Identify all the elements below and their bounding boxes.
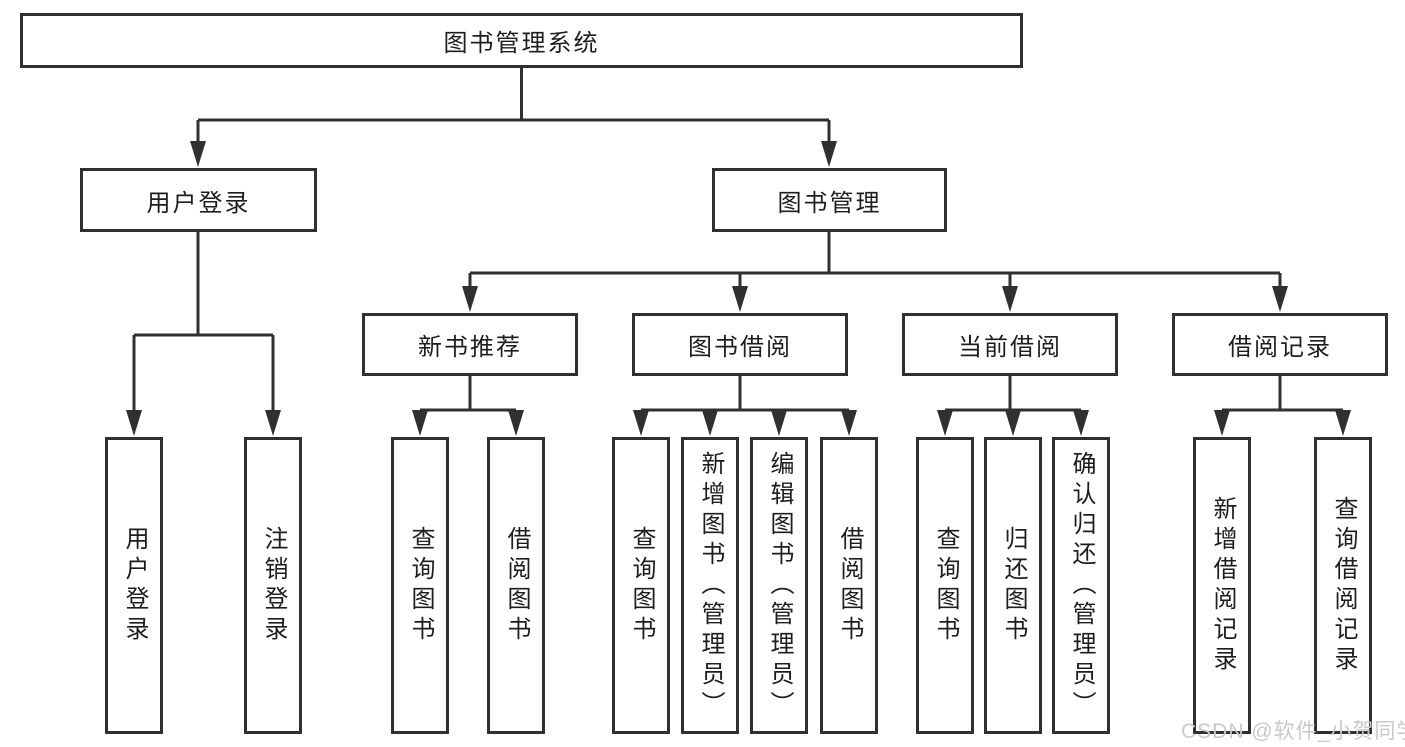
connector-arrows	[126, 141, 1351, 436]
node-book-mgmt: 图书管理	[712, 168, 947, 232]
arrow-down-icon	[1002, 286, 1018, 312]
leaf-label: 查询借阅记录	[1330, 495, 1357, 676]
node-root: 图书管理系统	[20, 13, 1023, 68]
leaf-label: 归还图书	[1000, 525, 1027, 646]
leaf-add-borrow-record: 新增借阅记录	[1193, 437, 1251, 734]
arrow-down-icon	[821, 141, 837, 167]
leaf-borrow-books-rec: 借阅图书	[487, 437, 545, 734]
arrow-down-icon	[937, 410, 953, 436]
leaf-add-books-admin: 新增图书（管理员）	[681, 437, 739, 734]
arrow-down-icon	[1073, 410, 1089, 436]
leaf-confirm-return-admin: 确认归还（管理员）	[1052, 437, 1110, 734]
arrow-down-icon	[1272, 286, 1288, 312]
leaf-label: 新增借阅记录	[1209, 495, 1236, 676]
leaf-query-borrow-record: 查询借阅记录	[1314, 437, 1372, 734]
arrow-down-icon	[265, 410, 281, 436]
leaf-label: 确认归还（管理员）	[1068, 450, 1095, 721]
arrow-down-icon	[1214, 410, 1230, 436]
node-current-borrow: 当前借阅	[902, 313, 1118, 376]
leaf-label: 查询图书	[932, 525, 959, 646]
arrow-down-icon	[190, 141, 206, 167]
leaf-label: 借阅图书	[836, 525, 863, 646]
arrow-down-icon	[1335, 410, 1351, 436]
node-new-book-rec: 新书推荐	[362, 313, 578, 376]
leaf-query-books-current: 查询图书	[916, 437, 974, 734]
arrow-down-icon	[1005, 410, 1021, 436]
node-user-login: 用户登录	[80, 168, 317, 232]
leaf-logout: 注销登录	[244, 437, 302, 734]
arrow-down-icon	[412, 410, 428, 436]
leaf-query-books-rec: 查询图书	[391, 437, 449, 734]
leaf-label: 查询图书	[628, 525, 655, 646]
leaf-label: 用户登录	[121, 525, 148, 646]
leaf-label: 新增图书（管理员）	[697, 450, 724, 721]
leaf-user-login: 用户登录	[105, 437, 163, 734]
arrow-down-icon	[508, 410, 524, 436]
leaf-label: 查询图书	[407, 525, 434, 646]
arrow-down-icon	[126, 410, 142, 436]
leaf-edit-books-admin: 编辑图书（管理员）	[750, 437, 808, 734]
leaf-label: 借阅图书	[503, 525, 530, 646]
leaf-borrow-books: 借阅图书	[820, 437, 878, 734]
leaf-label: 注销登录	[260, 525, 287, 646]
leaf-query-books-borrow: 查询图书	[612, 437, 670, 734]
node-borrow-records: 借阅记录	[1172, 313, 1388, 376]
arrow-down-icon	[702, 410, 718, 436]
arrow-down-icon	[841, 410, 857, 436]
arrow-down-icon	[633, 410, 649, 436]
arrow-down-icon	[732, 286, 748, 312]
watermark: CSDN @软件_小贺同学	[1181, 720, 1405, 743]
arrow-down-icon	[771, 410, 787, 436]
node-book-borrow: 图书借阅	[632, 313, 848, 376]
leaf-return-books: 归还图书	[984, 437, 1042, 734]
leaf-label: 编辑图书（管理员）	[766, 450, 793, 721]
arrow-down-icon	[462, 286, 478, 312]
